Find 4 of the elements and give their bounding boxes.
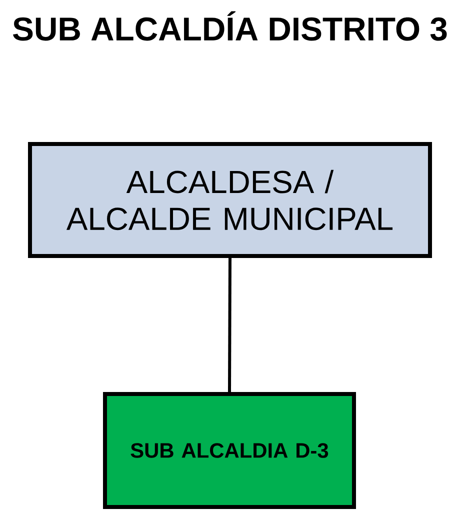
title: SUB ALCALDÍA DISTRITO 3 xyxy=(12,11,447,41)
connector-line xyxy=(228,258,232,392)
org-box: ALCALDESA / ALCALDE MUNICIPAL xyxy=(28,142,432,258)
org-box: SUB ALCALDIA D-3 xyxy=(103,392,356,509)
